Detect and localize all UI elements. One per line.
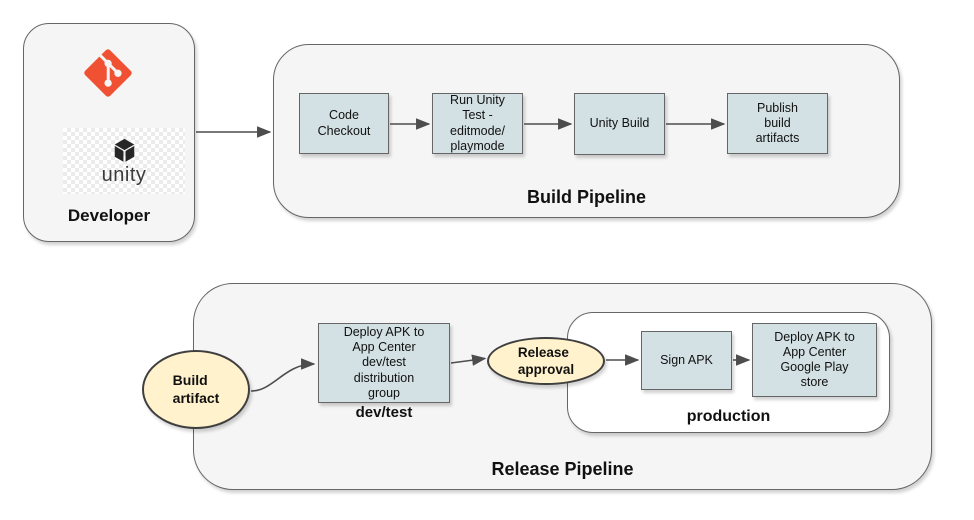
- production-label: production: [686, 407, 771, 425]
- unity-wordmark: unity: [101, 164, 147, 186]
- unity-cube-icon: [114, 138, 134, 162]
- task-deploy-google-play: Deploy APK to App Center Google Play sto…: [752, 323, 877, 397]
- build-pipeline-label: Build Pipeline: [526, 187, 646, 208]
- dev-test-caption: dev/test: [355, 404, 413, 421]
- release-pipeline-label: Release Pipeline: [491, 459, 634, 480]
- task-publish-artifacts: Publish build artifacts: [727, 93, 828, 154]
- task-run-unity-test: Run Unity Test - editmode/ playmode: [432, 93, 523, 154]
- task-deploy-dev-test: Deploy APK to App Center dev/test distri…: [318, 323, 450, 403]
- release-approval-ellipse: Release approval: [487, 337, 605, 385]
- build-artifact-ellipse: Build artifact: [142, 350, 250, 429]
- task-sign-apk: Sign APK: [641, 331, 732, 390]
- task-unity-build: Unity Build: [574, 93, 665, 155]
- developer-box: unity Developer: [23, 23, 195, 242]
- developer-label: Developer: [67, 206, 151, 226]
- git-icon: [84, 49, 132, 97]
- task-code-checkout: Code Checkout: [299, 93, 389, 154]
- unity-logo: unity: [63, 128, 185, 194]
